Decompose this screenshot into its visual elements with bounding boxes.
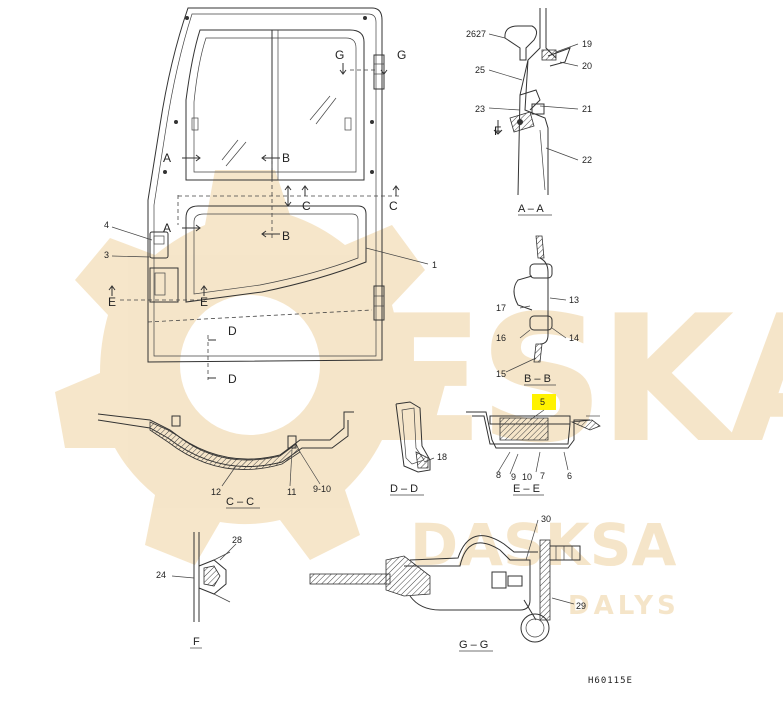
section-title-aa: A – A	[518, 203, 544, 215]
marker-a-top: A	[163, 151, 171, 165]
section-aa: 2627 25 23 F 19 20 21 22 A – A	[466, 8, 592, 216]
callout-15: 15	[496, 369, 506, 379]
section-title-bb: B – B	[524, 373, 551, 385]
marker-b-top: B	[282, 151, 290, 165]
section-ee: 5 8 9 10 7 6 E – E	[466, 394, 601, 496]
marker-e-left: E	[108, 295, 116, 309]
watermark-brand-big: ESKA	[365, 279, 783, 482]
callout-7: 7	[540, 471, 545, 481]
callout-28: 28	[232, 535, 242, 545]
section-cc: 12 11 9-10 C – C	[97, 411, 354, 509]
section-dd: 18 D – D	[390, 401, 447, 496]
marker-g-right: G	[397, 48, 406, 62]
callout-2627: 2627	[466, 29, 486, 39]
marker-e-right: E	[200, 295, 208, 309]
highlight-callout-5	[532, 394, 556, 410]
section-gg: 30 29 G – G	[309, 514, 586, 652]
marker-c-right: C	[389, 199, 398, 213]
marker-d-bottom: D	[228, 372, 237, 386]
section-f: 24 28 F	[156, 532, 242, 649]
drawing-code: H60115E	[588, 676, 633, 686]
callout-21: 21	[582, 104, 592, 114]
callout-5: 5	[540, 397, 545, 407]
callout-17: 17	[496, 303, 506, 313]
callout-8: 8	[496, 470, 501, 480]
marker-d-top: D	[228, 324, 237, 338]
callout-1: 1	[432, 260, 437, 270]
callout-18: 18	[437, 452, 447, 462]
callout-9: 9	[511, 472, 516, 482]
marker-f: F	[494, 124, 501, 138]
marker-c-left: C	[302, 199, 311, 213]
section-title-dd: D – D	[390, 483, 418, 495]
callout-9-10: 9-10	[313, 484, 331, 494]
callout-16: 16	[496, 333, 506, 343]
callout-3: 3	[104, 250, 109, 260]
callout-30: 30	[541, 514, 551, 524]
section-title-ee: E – E	[513, 483, 540, 495]
section-title-gg: G – G	[459, 639, 488, 651]
callout-19: 19	[582, 39, 592, 49]
door-main-view: A B A B C C D D E E G G 4 3 1	[104, 7, 437, 386]
callout-11: 11	[287, 487, 296, 497]
callout-13: 13	[569, 295, 579, 305]
callout-4: 4	[104, 220, 109, 230]
callout-23: 23	[475, 104, 485, 114]
marker-b-bottom: B	[282, 229, 290, 243]
section-title-cc: C – C	[226, 496, 254, 508]
watermark-brand-small: DALYS	[568, 591, 680, 621]
section-title-f: F	[193, 636, 200, 648]
callout-22: 22	[582, 155, 592, 165]
section-bb: 17 13 16 14 15 B – B	[496, 235, 579, 386]
marker-g-left: G	[335, 48, 344, 62]
callout-14: 14	[569, 333, 579, 343]
callout-24: 24	[156, 570, 166, 580]
callout-25: 25	[475, 65, 485, 75]
callout-29: 29	[576, 601, 586, 611]
callout-12: 12	[211, 487, 221, 497]
callout-10: 10	[522, 472, 532, 482]
marker-a-bottom: A	[163, 221, 171, 235]
callout-20: 20	[582, 61, 592, 71]
callout-6: 6	[567, 471, 572, 481]
